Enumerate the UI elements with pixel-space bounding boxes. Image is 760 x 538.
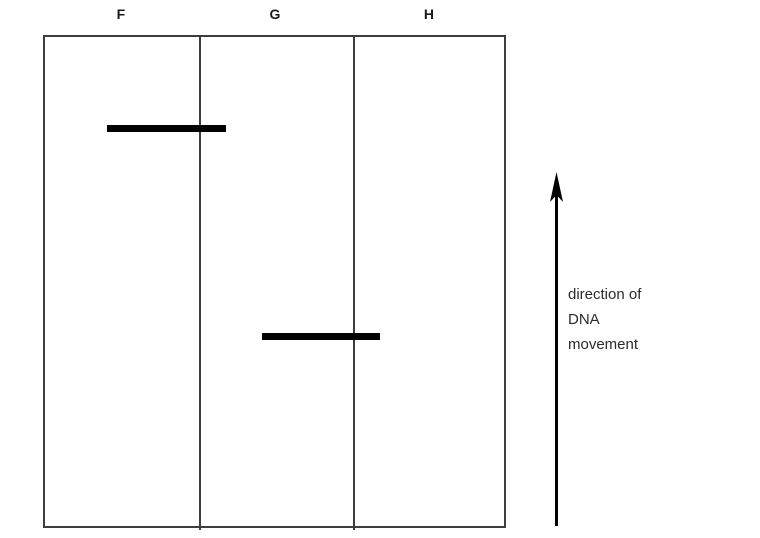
dna-band-lane-g bbox=[262, 333, 380, 340]
lane-divider-g-h bbox=[353, 37, 355, 530]
lane-label-h: H bbox=[423, 6, 435, 22]
lane-label-f: F bbox=[116, 6, 126, 22]
direction-caption: direction of DNA movement bbox=[568, 286, 642, 353]
lane-label-g: G bbox=[269, 6, 281, 22]
gel-box bbox=[43, 35, 506, 530]
arrow-up-icon bbox=[550, 172, 563, 526]
dna-band-lane-f bbox=[107, 125, 226, 132]
direction-arrow-icon bbox=[540, 168, 576, 530]
lane-divider-f-g bbox=[199, 37, 201, 530]
